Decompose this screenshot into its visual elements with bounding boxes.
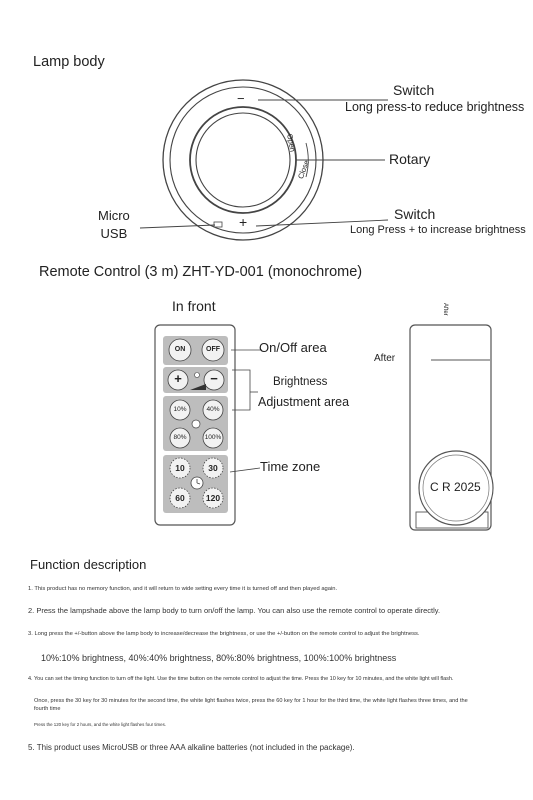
after-tiny-label: After — [442, 303, 448, 316]
switch-bottom-desc: Long Press + to increase brightness — [350, 224, 526, 236]
front-label: In front — [172, 298, 216, 314]
b100-button[interactable] — [202, 427, 224, 449]
rotary-ring — [189, 106, 297, 214]
t30-button[interactable] — [202, 457, 224, 479]
function-item-5: 5. This product uses MicroUSB or three A… — [28, 743, 355, 752]
time-zone-label: Time zone — [260, 459, 321, 474]
b100-label: 100% — [204, 434, 222, 441]
function-title: Function description — [30, 557, 147, 572]
open-close-arrow — [305, 142, 309, 178]
b40-label: 40% — [206, 406, 220, 413]
b40-button[interactable] — [202, 399, 224, 421]
lamp-inner-ring — [195, 112, 291, 208]
t120-button[interactable] — [202, 487, 224, 509]
brightness-center-dot — [191, 419, 201, 429]
after-label: After — [374, 353, 396, 364]
function-item-4: 4. You can set the timing function to tu… — [28, 676, 454, 682]
switch-top-label: Switch — [393, 82, 435, 98]
t30-label: 30 — [208, 463, 218, 473]
switch-top-desc: Long press-to reduce brightness — [345, 100, 525, 114]
off-button-label: OFF — [206, 346, 220, 353]
plus-button-label: + — [174, 371, 182, 386]
remote-front-drawing — [154, 324, 262, 526]
brightness-label-1: Brightness — [273, 376, 328, 388]
micro-usb-label: Micro USB — [98, 208, 130, 241]
function-item-1: 1. This product has no memory function, … — [28, 586, 338, 592]
coin-battery — [418, 450, 494, 526]
t120-label: 120 — [205, 493, 221, 503]
t60-button[interactable] — [169, 487, 191, 509]
b10-label: 10% — [173, 406, 187, 413]
remote-back-drawing — [409, 324, 494, 531]
brightness-label-2: Adjustment area — [258, 395, 350, 409]
function-item-4-cont-3: Press the 120 key for 2 hours, and the w… — [34, 722, 167, 727]
b80-button[interactable] — [169, 427, 191, 449]
on-button[interactable] — [168, 338, 192, 362]
function-item-4-cont-2: fourth time — [34, 706, 61, 712]
onoff-area-label: On/Off area — [259, 340, 327, 355]
on-button-label: ON — [174, 346, 186, 353]
switch-bottom-leader — [255, 219, 389, 227]
function-item-2: 2. Press the lampshade above the lamp bo… — [28, 606, 441, 615]
lamp-mid-ring — [169, 86, 317, 234]
off-button[interactable] — [201, 338, 225, 362]
brightness-map: 10%:10% brightness, 40%:40% brightness, … — [41, 653, 397, 663]
indicator-led — [194, 372, 200, 378]
b80-label: 80% — [173, 434, 187, 441]
b10-button[interactable] — [169, 399, 191, 421]
t10-button[interactable] — [169, 457, 191, 479]
plus-symbol: + — [239, 214, 248, 230]
remote-title: Remote Control (3 m) ZHT-YD-001 (monochr… — [39, 264, 363, 280]
t10-label: 10 — [175, 463, 185, 473]
timer-leader — [229, 467, 261, 473]
ramp-icon — [190, 384, 206, 390]
function-item-4-cont-1: Once, press the 30 key for 30 minutes fo… — [34, 698, 468, 704]
usb-port — [213, 221, 223, 228]
brightness-bracket — [232, 369, 251, 411]
usb-leader — [139, 224, 216, 229]
t60-label: 60 — [175, 493, 185, 503]
lamp-body-drawing — [139, 79, 389, 241]
function-item-3: 3. Long press the +/-button above the la… — [28, 631, 420, 637]
minus-button-label: − — [210, 371, 218, 386]
minus-button[interactable] — [203, 369, 225, 391]
rotary-label: Rotary — [389, 151, 431, 167]
plus-button[interactable] — [167, 369, 189, 391]
minus-symbol: − — [237, 91, 245, 106]
switch-bottom-label: Switch — [394, 206, 436, 222]
lamp-body-title: Lamp body — [33, 54, 105, 70]
battery-label: C R 2025 — [430, 480, 481, 494]
